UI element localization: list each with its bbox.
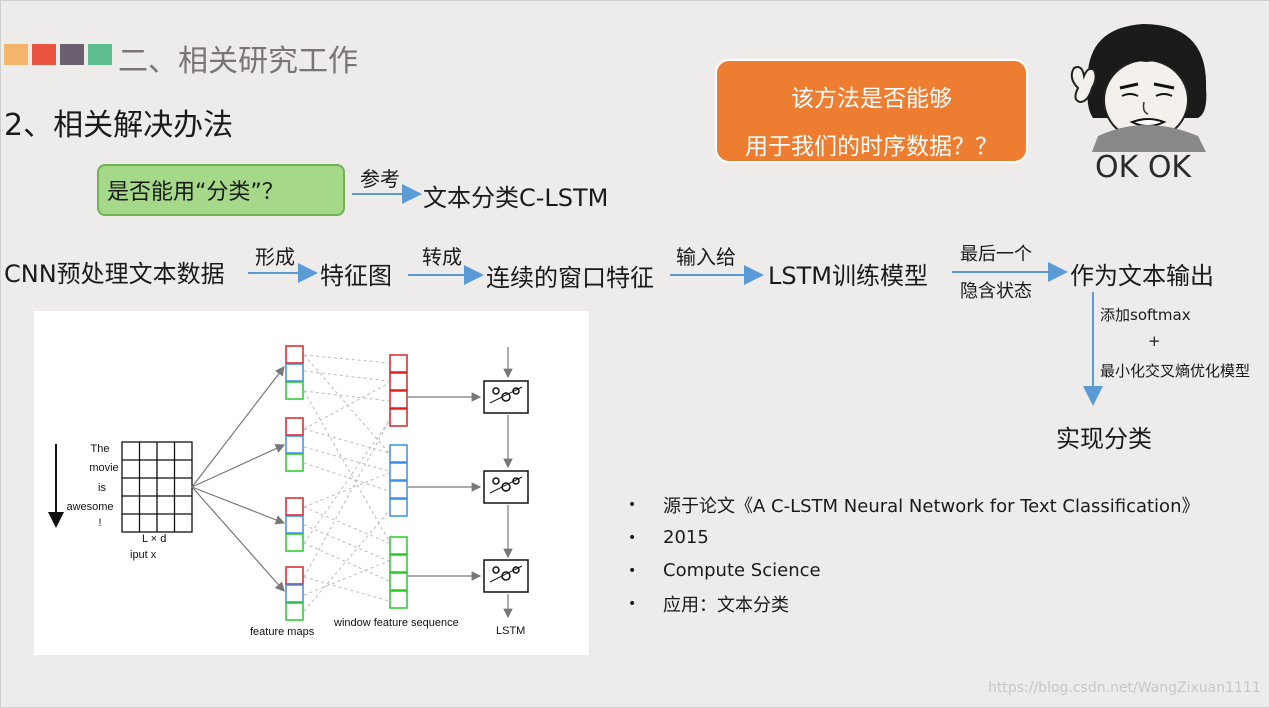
bullet-text: 应用：文本分类 bbox=[663, 594, 789, 616]
bullet-text: 源于论文《A C-LSTM Neural Network for Text Cl… bbox=[663, 495, 1200, 517]
flow-arrow-label-last: 最后一个 bbox=[960, 244, 1032, 265]
lstm-cell-2 bbox=[483, 470, 529, 504]
header-swatch-purple bbox=[60, 44, 84, 65]
flow-arrow-label-input: 输入给 bbox=[676, 245, 736, 269]
matrix-size-label: L × d bbox=[142, 533, 166, 545]
flow-arrow-label-hidden: 隐含状态 bbox=[960, 281, 1032, 302]
reference-arrow-label: 参考 bbox=[360, 167, 400, 191]
feature-map-3 bbox=[285, 497, 304, 552]
window-feature-blue bbox=[389, 444, 408, 517]
flow-arrow-label-convert: 转成 bbox=[422, 245, 462, 269]
clstm-architecture-figure: The movie is awesome ! L × d iput x bbox=[34, 311, 589, 655]
flow-step-feature-map: 特征图 bbox=[320, 262, 392, 290]
clstm-diagram: The movie is awesome ! L × d iput x bbox=[48, 345, 529, 638]
lstm-cell-1 bbox=[483, 380, 529, 414]
input-x-label: iput x bbox=[130, 549, 157, 561]
question-box: 是否能用“分类”？ bbox=[97, 164, 345, 216]
reference-bullets: • 源于论文《A C-LSTM Neural Network for Text C… bbox=[628, 488, 1199, 620]
flow-down-label-cross-entropy: 最小化交叉熵优化模型 bbox=[1100, 362, 1251, 380]
flow-step-output: 作为文本输出 bbox=[1070, 262, 1214, 290]
watermark: https://blog.csdn.net/WangZixuan1111 bbox=[988, 680, 1261, 696]
header-swatch-green bbox=[88, 44, 112, 65]
flow-arrow-label-form: 形成 bbox=[255, 245, 295, 269]
feature-maps-label: feature maps bbox=[250, 626, 315, 638]
bullet-text: Compute Science bbox=[663, 560, 821, 581]
question-bubble: 该方法是否能够 用于我们的时序数据？？ bbox=[715, 59, 1028, 163]
flow-down-label-softmax: 添加softmax bbox=[1100, 306, 1191, 324]
window-feature-red bbox=[389, 354, 408, 427]
input-matrix bbox=[121, 441, 193, 533]
subsection-title: 2、相关解决办法 bbox=[4, 108, 234, 143]
bullet-dot: • bbox=[628, 595, 637, 612]
flow-down-label-plus: + bbox=[1148, 332, 1161, 350]
bullet-item: • 应用：文本分类 bbox=[628, 587, 1199, 620]
bullet-dot: • bbox=[628, 529, 637, 546]
input-word-4: awesome bbox=[66, 501, 113, 513]
lstm-label: LSTM bbox=[496, 625, 525, 637]
bubble-line-1: 该方法是否能够 bbox=[791, 86, 952, 112]
feature-map-2 bbox=[285, 417, 304, 472]
section-title: 二、相关研究工作 bbox=[118, 44, 358, 79]
meme-face-illustration bbox=[1070, 24, 1207, 152]
bullet-item: • 2015 bbox=[628, 521, 1199, 554]
flow-step-classify: 实现分类 bbox=[1056, 425, 1152, 453]
bullet-dot: • bbox=[628, 496, 637, 513]
bullet-dot: • bbox=[628, 562, 637, 579]
flow-step-lstm: LSTM训练模型 bbox=[768, 262, 928, 290]
input-word-1: The bbox=[91, 443, 110, 455]
input-word-3: is bbox=[98, 482, 106, 494]
feature-map-1 bbox=[285, 345, 304, 400]
bullet-item: • Compute Science bbox=[628, 554, 1199, 587]
feature-map-4 bbox=[285, 566, 304, 621]
question-text: 是否能用“分类”？ bbox=[107, 180, 284, 205]
lstm-cell-3 bbox=[483, 559, 529, 593]
flow-step-window-features: 连续的窗口特征 bbox=[486, 264, 654, 292]
input-word-2: movie bbox=[89, 462, 118, 474]
bullet-item: • 源于论文《A C-LSTM Neural Network for Text C… bbox=[628, 488, 1199, 521]
flow-step-cnn: CNN预处理文本数据 bbox=[4, 260, 225, 288]
header-swatch-red bbox=[32, 44, 56, 65]
window-feature-green bbox=[389, 536, 408, 609]
input-word-5: ! bbox=[98, 517, 101, 529]
window-feature-label: window feature sequence bbox=[333, 617, 459, 629]
bubble-line-2: 用于我们的时序数据？？ bbox=[745, 134, 998, 160]
reference-target: 文本分类C-LSTM bbox=[423, 184, 609, 212]
bullet-text: 2015 bbox=[663, 527, 709, 548]
meme-caption: OK OK bbox=[1095, 150, 1192, 185]
header-swatch-orange bbox=[4, 44, 28, 65]
